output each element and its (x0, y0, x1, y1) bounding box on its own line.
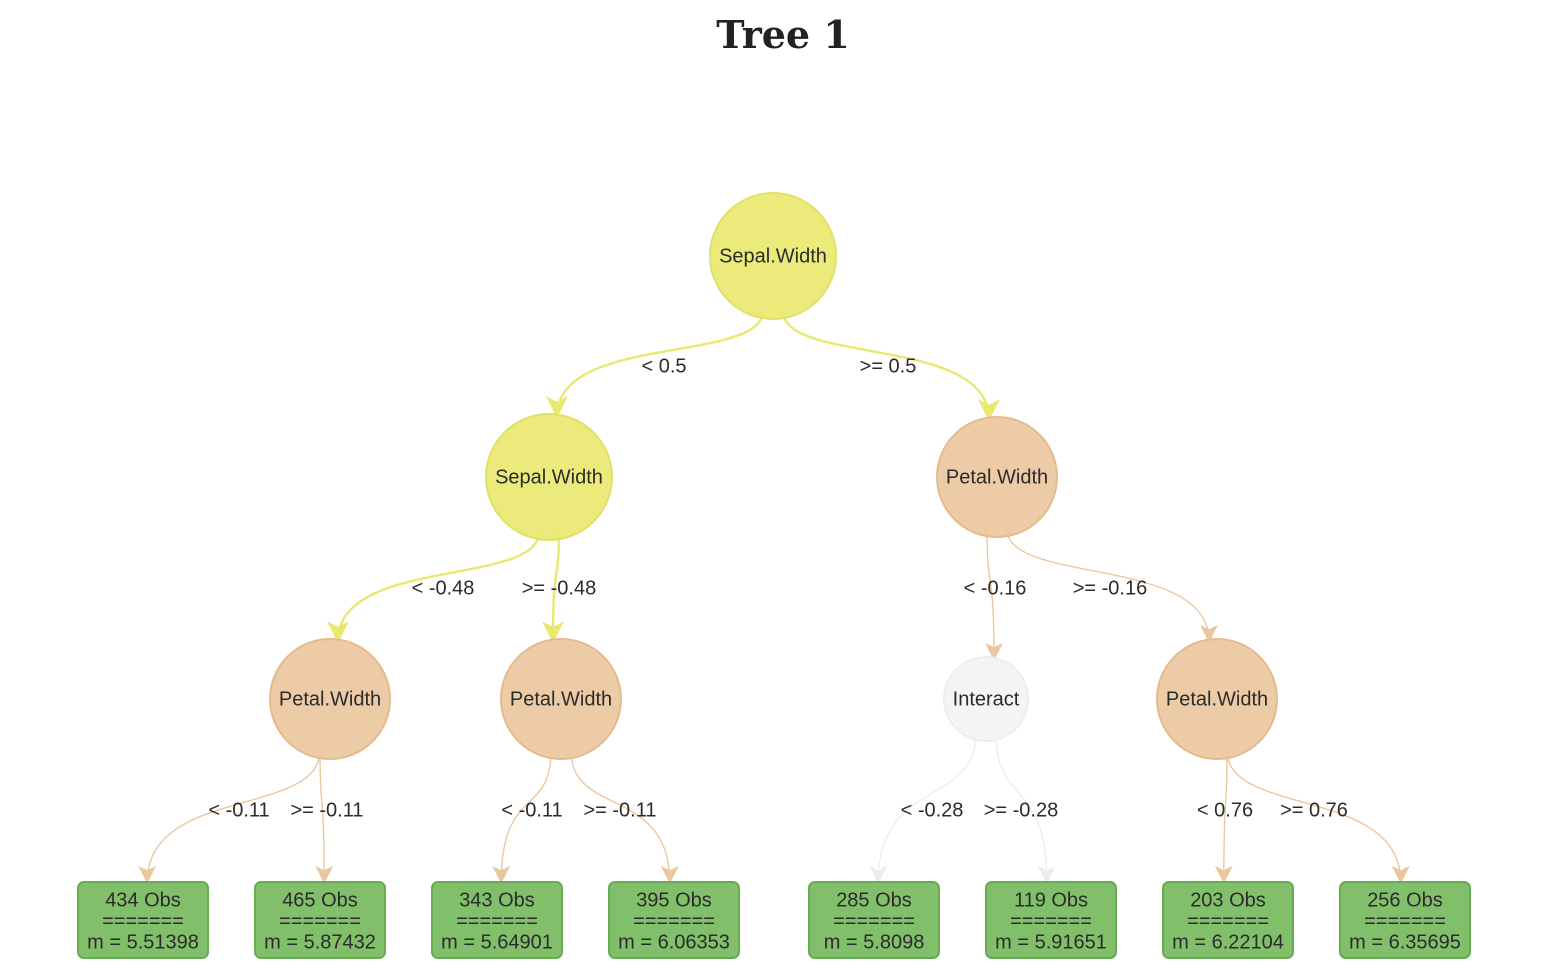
edge-n4-l2 (492, 750, 552, 884)
leaf-box (431, 881, 563, 959)
leaf-sep: ======= (1010, 910, 1092, 932)
edge-n3-l1 (315, 750, 334, 884)
edge-n6-l7 (1226, 750, 1410, 884)
edge-label: < 0.5 (641, 355, 686, 377)
edge-n5-l5 (995, 732, 1056, 884)
leaf-box (254, 881, 386, 959)
edges-layer (138, 310, 1410, 884)
leaf-node-l1[interactable]: 465 Obs=======m = 5.87432 (254, 881, 386, 959)
leaf-obs: 343 Obs (459, 889, 535, 911)
edge-label: < 0.76 (1197, 799, 1253, 821)
leaf-obs: 119 Obs (1014, 889, 1088, 911)
edge-n1-n4 (542, 531, 565, 644)
node-label: Petal.Width (279, 688, 381, 710)
leaf-box (77, 881, 209, 959)
edge-n0-n2 (781, 310, 1000, 422)
leaf-node-l0[interactable]: 434 Obs=======m = 5.51398 (77, 881, 209, 959)
leaf-mean: m = 5.64901 (441, 931, 553, 953)
tree-title: Tree 1 (716, 12, 850, 57)
node-label: Sepal.Width (719, 245, 827, 267)
split-node-n2[interactable]: Petal.Width (936, 416, 1058, 538)
edge-label: < -0.48 (412, 577, 475, 599)
node-circle (269, 638, 391, 760)
node-circle (500, 638, 622, 760)
leaf-node-l7[interactable]: 256 Obs=======m = 6.35695 (1339, 881, 1471, 959)
leaf-obs: 465 Obs (282, 889, 358, 911)
edge-label: < -0.16 (964, 577, 1027, 599)
leaf-obs: 285 Obs (836, 889, 912, 911)
edge-label: >= -0.28 (984, 799, 1059, 821)
node-circle (485, 413, 613, 541)
edge-label: >= -0.11 (290, 799, 363, 821)
leaf-node-l3[interactable]: 395 Obs=======m = 6.06353 (608, 881, 740, 959)
leaf-sep: ======= (1187, 910, 1269, 932)
edge-n3-l0 (138, 750, 321, 884)
leaf-mean: m = 6.22104 (1172, 931, 1284, 953)
split-node-n5[interactable]: Interact (943, 656, 1029, 742)
split-node-n3[interactable]: Petal.Width (269, 638, 391, 760)
node-label: Sepal.Width (495, 466, 603, 488)
leaf-obs: 203 Obs (1190, 889, 1266, 911)
leaf-mean: m = 5.8098 (824, 931, 925, 953)
leaf-sep: ======= (833, 910, 915, 932)
split-node-n4[interactable]: Petal.Width (500, 638, 622, 760)
edge-n5-l4 (869, 732, 977, 884)
node-label: Petal.Width (1166, 688, 1268, 710)
leaf-node-l4[interactable]: 285 Obs=======m = 5.8098 (808, 881, 940, 959)
leaf-mean: m = 5.51398 (87, 931, 199, 953)
node-circle (1156, 638, 1278, 760)
leaf-sep: ======= (633, 910, 715, 932)
leaf-box (1339, 881, 1471, 959)
edge-label: >= -0.11 (583, 799, 656, 821)
edge-n4-l3 (570, 750, 679, 884)
leaf-sep: ======= (102, 910, 184, 932)
edge-label: < -0.11 (501, 799, 562, 821)
node-label: Petal.Width (510, 688, 612, 710)
leaf-obs: 434 Obs (105, 889, 181, 911)
leaf-node-l2[interactable]: 343 Obs=======m = 5.64901 (431, 881, 563, 959)
leaf-obs: 395 Obs (636, 889, 712, 911)
leaf-sep: ======= (279, 910, 361, 932)
edge-n1-n3 (327, 531, 541, 644)
edge-label: < -0.11 (208, 799, 269, 821)
leaf-box (985, 881, 1117, 959)
leaf-mean: m = 6.35695 (1349, 931, 1461, 953)
leaf-node-l5[interactable]: 119 Obs=======m = 5.91651 (985, 881, 1117, 959)
node-label: Interact (953, 688, 1020, 710)
edge-label: >= -0.48 (522, 577, 597, 599)
leaf-mean: m = 5.87432 (264, 931, 376, 953)
leaf-box (808, 881, 940, 959)
node-label: Petal.Width (946, 466, 1048, 488)
edge-n2-n6 (1006, 528, 1218, 643)
edge-labels-layer: < 0.5 >= 0.5 < -0.48 >= -0.48 < -0.16 >= -0.1… (208, 355, 1348, 821)
edge-n6-l6 (1214, 750, 1233, 884)
leaf-obs: 256 Obs (1367, 889, 1443, 911)
edge-label: < -0.28 (901, 799, 964, 821)
leaf-mean: m = 5.91651 (995, 931, 1107, 953)
edge-label: >= -0.16 (1073, 577, 1148, 599)
node-circle (943, 656, 1029, 742)
edge-n2-n5 (984, 528, 1003, 661)
split-node-n0[interactable]: Sepal.Width (709, 192, 837, 320)
edge-label: >= 0.76 (1280, 799, 1348, 821)
leaf-box (1162, 881, 1294, 959)
split-node-n6[interactable]: Petal.Width (1156, 638, 1278, 760)
split-node-n1[interactable]: Sepal.Width (485, 413, 613, 541)
edge-label: >= 0.5 (860, 355, 917, 377)
leaf-sep: ======= (1364, 910, 1446, 932)
node-circle (709, 192, 837, 320)
leaf-node-l6[interactable]: 203 Obs=======m = 6.22104 (1162, 881, 1294, 959)
node-circle (936, 416, 1058, 538)
leaf-mean: m = 6.06353 (618, 931, 730, 953)
leaf-box (608, 881, 740, 959)
edge-n0-n1 (546, 310, 765, 419)
leaf-sep: ======= (456, 910, 538, 932)
